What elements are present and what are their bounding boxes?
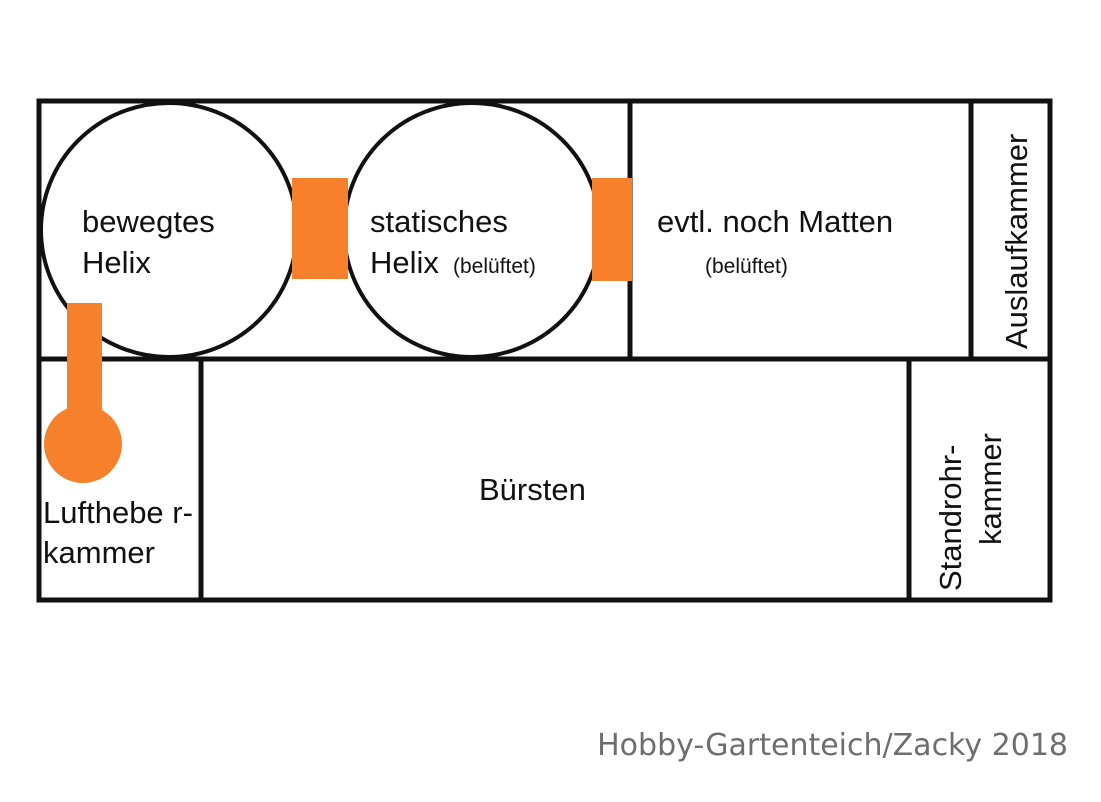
static-helix-label-1: statisches	[370, 204, 508, 239]
standpipe-chamber-label-1: Standrohr-	[933, 445, 968, 591]
mats-label: evtl. noch Matten	[657, 204, 893, 239]
mats-note: (belüftet)	[705, 255, 788, 278]
filter-outer-frame	[36, 98, 1053, 603]
standpipe-chamber-label-2: kammer	[973, 433, 1008, 545]
outlet-chamber-label: Auslaufkammer	[999, 134, 1034, 349]
moving-helix-label-2: Helix	[82, 245, 151, 280]
connector-helix-to-mats	[592, 178, 632, 281]
airlift-chamber-label-2: kammer	[43, 535, 155, 570]
static-helix-label-2: Helix	[370, 245, 439, 280]
airlift-bulb	[44, 405, 122, 483]
chamber-outlines	[36, 98, 1053, 603]
credit-watermark: Hobby-Gartenteich/Zacky 2018	[597, 728, 1068, 763]
static-helix-note: (belüftet)	[453, 255, 536, 278]
airlift-pipe	[67, 303, 102, 421]
airlift-chamber-label-1: Lufthebe r-	[43, 495, 193, 530]
brushes-chamber-label: Bürsten	[479, 472, 586, 507]
moving-helix-label-1: bewegtes	[82, 204, 215, 239]
connector-helix-to-helix	[292, 178, 348, 279]
